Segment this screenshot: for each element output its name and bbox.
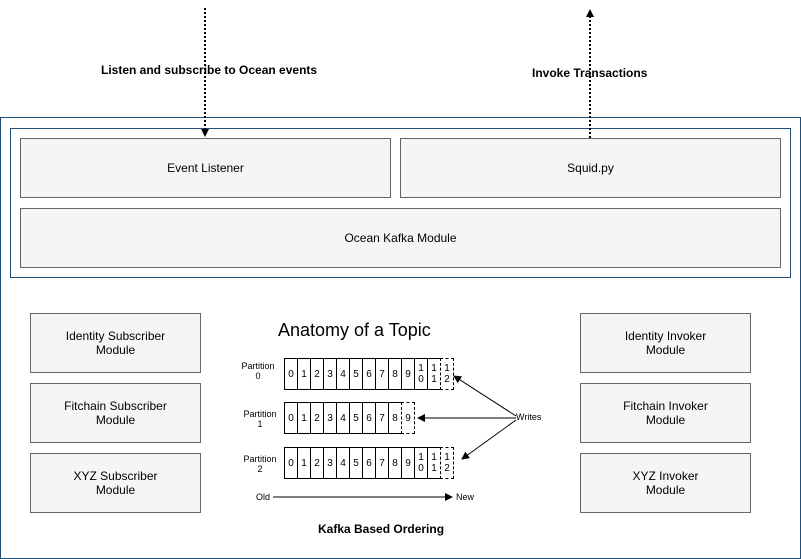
ocean-module-container	[10, 128, 791, 278]
partition-0-label: Partition 0	[241, 361, 275, 381]
partition-1-label: Partition 1	[243, 409, 277, 429]
partition-2-cell-10: 1 0	[414, 447, 428, 479]
writes-arrow-2	[461, 419, 517, 460]
xyz-invoker-label: XYZ Invoker Module	[632, 469, 699, 497]
identity-subscriber-label: Identity Subscriber Module	[65, 329, 166, 357]
xyz-subscriber-label: XYZ Subscriber Module	[73, 469, 158, 497]
writes-arrow-0	[453, 375, 517, 417]
partition-1-cell-4: 4	[336, 402, 350, 434]
event-listener-box: Event Listener	[20, 138, 391, 198]
kafka-caption: Kafka Based Ordering	[318, 522, 445, 536]
xyz-subscriber-box: XYZ Subscriber Module	[30, 453, 201, 513]
writes-label: Writes	[516, 412, 542, 422]
partition-2-next-cell: 1 2	[440, 447, 454, 479]
partition-2-cell-3: 3	[323, 447, 337, 479]
fitchain-invoker-label: Fitchain Invoker Module	[623, 399, 708, 427]
partition-2-cell-7: 7	[375, 447, 389, 479]
xyz-invoker-box: XYZ Invoker Module	[580, 453, 751, 513]
kafka-module-label: Ocean Kafka Module	[344, 231, 457, 245]
old-label: Old	[256, 492, 271, 502]
listen-label: Listen and subscribe to Ocean events	[101, 63, 318, 77]
event-listener-label: Event Listener	[167, 161, 244, 175]
partition-1-next-cell: 9	[401, 402, 415, 434]
identity-subscriber-box: Identity Subscriber Module	[30, 313, 201, 373]
new-label: New	[456, 492, 475, 502]
identity-invoker-box: Identity Invoker Module	[580, 313, 751, 373]
kafka-module-box: Ocean Kafka Module	[20, 208, 781, 268]
partition-2-cell-0: 0	[284, 447, 298, 479]
fitchain-subscriber-label: Fitchain Subscriber Module	[64, 399, 167, 427]
partition-0-next-cell: 1 2	[440, 358, 454, 390]
fitchain-subscriber-box: Fitchain Subscriber Module	[30, 383, 201, 443]
partition-0-cell-8: 8	[388, 358, 402, 390]
identity-invoker-label: Identity Invoker Module	[624, 329, 707, 357]
fitchain-invoker-box: Fitchain Invoker Module	[580, 383, 751, 443]
topic-title: Anatomy of a Topic	[278, 320, 431, 340]
partition-0-cell-10: 1 0	[414, 358, 428, 390]
partition-0-cell-5: 5	[349, 358, 363, 390]
squid-label: Squid.py	[567, 161, 614, 175]
partition-2-label: Partition 2	[243, 454, 277, 474]
squid-box: Squid.py	[400, 138, 781, 198]
